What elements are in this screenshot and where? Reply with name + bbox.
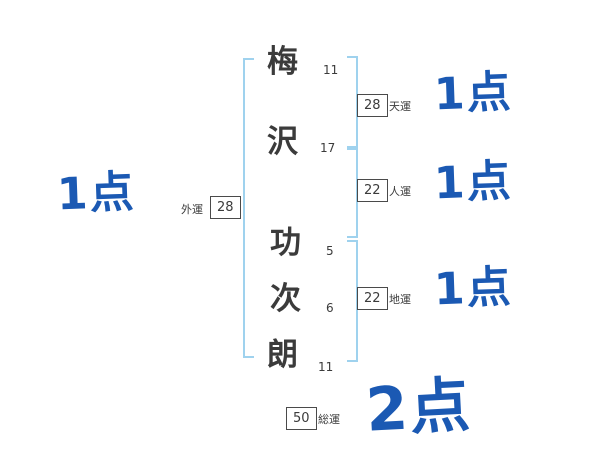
fortune-label-soun: 総運 bbox=[318, 413, 340, 426]
fortune-value-tenun: 28 bbox=[357, 94, 388, 117]
name-char: 沢 bbox=[267, 124, 298, 160]
fortune-value-jinun: 22 bbox=[357, 179, 388, 202]
score-jinun: 1点 bbox=[433, 155, 514, 210]
name-char: 朗 bbox=[267, 337, 298, 373]
fortune-label-jinun: 人運 bbox=[389, 185, 411, 198]
stroke-count: 11 bbox=[323, 63, 339, 77]
fortune-value-gaiun: 28 bbox=[210, 196, 241, 219]
stroke-count: 5 bbox=[326, 244, 334, 258]
name-char: 梅 bbox=[267, 44, 298, 80]
score-chiun: 1点 bbox=[433, 261, 514, 316]
score-soun: 2点 bbox=[364, 370, 474, 446]
score-gaiun: 1点 bbox=[56, 166, 137, 221]
fortune-value-chiun: 22 bbox=[357, 287, 388, 310]
stroke-count: 6 bbox=[326, 301, 334, 315]
stroke-count: 17 bbox=[320, 141, 336, 155]
name-char: 次 bbox=[270, 281, 301, 317]
score-tenun: 1点 bbox=[433, 66, 514, 121]
name-char: 功 bbox=[270, 225, 301, 261]
bracket-gaiun bbox=[243, 58, 254, 358]
fortune-value-soun: 50 bbox=[286, 407, 317, 430]
fortune-label-gaiun: 外運 bbox=[181, 203, 203, 216]
stroke-count: 11 bbox=[318, 360, 334, 374]
fortune-label-chiun: 地運 bbox=[389, 293, 411, 306]
fortune-label-tenun: 天運 bbox=[389, 100, 411, 113]
